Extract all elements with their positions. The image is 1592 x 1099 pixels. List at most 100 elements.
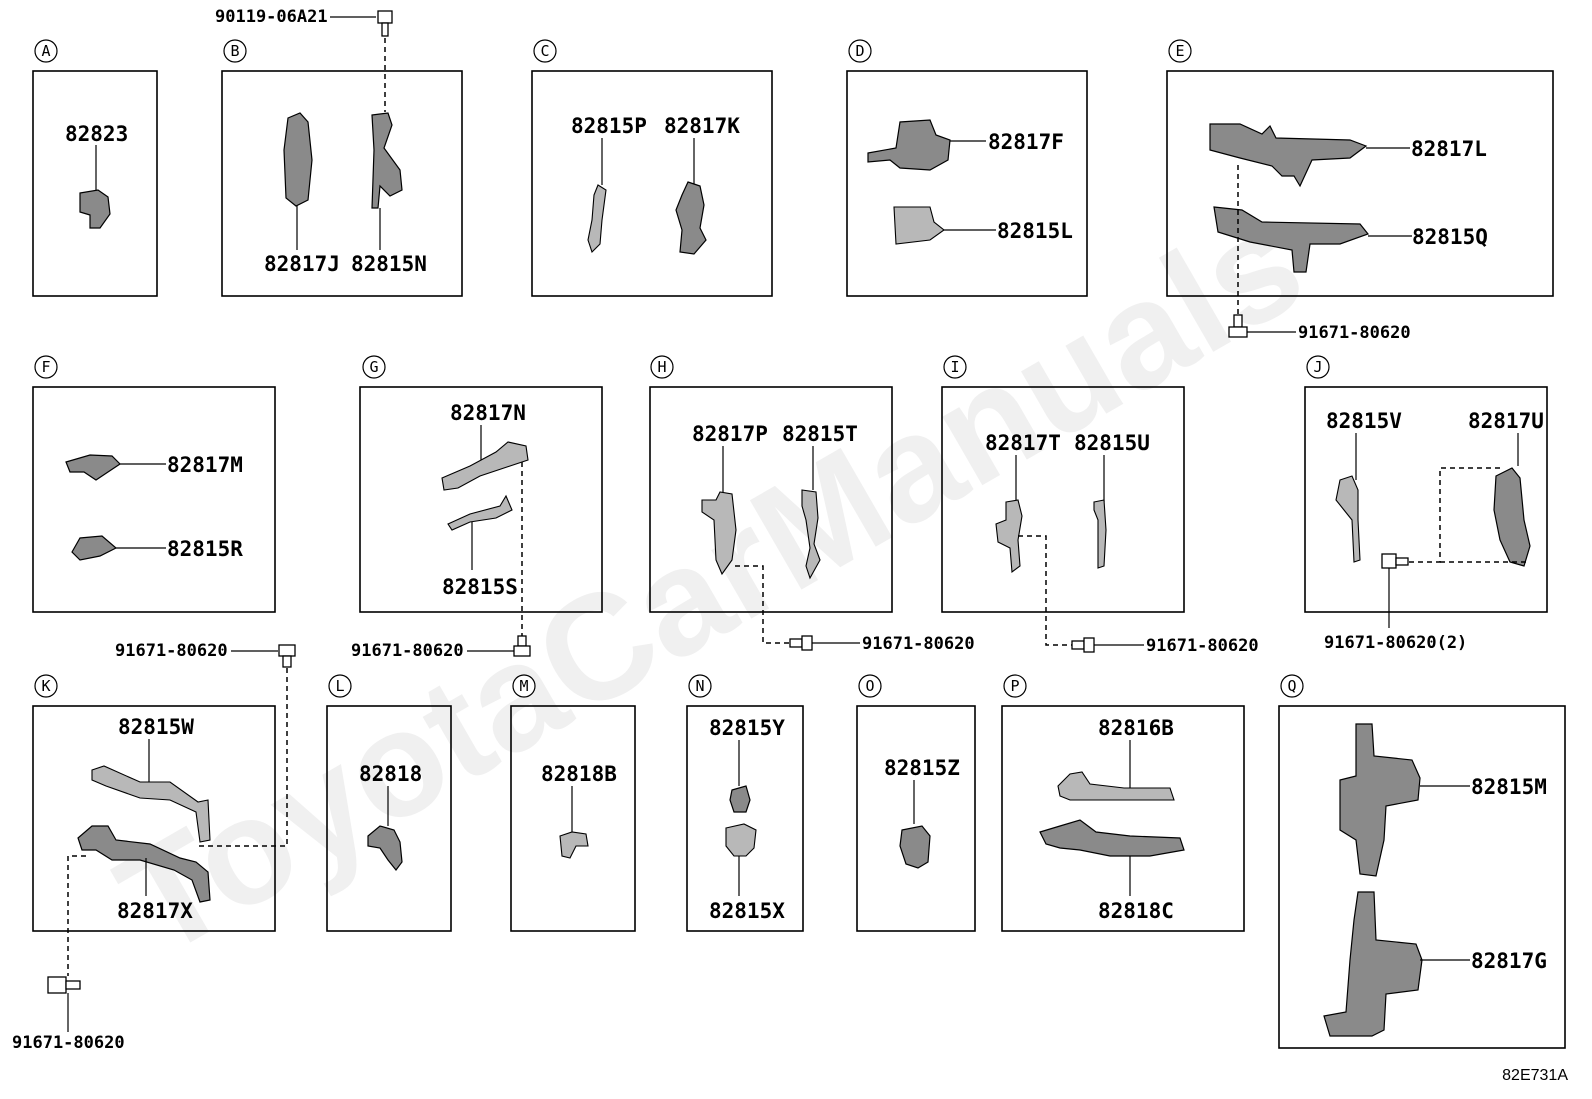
part-shape: [367, 825, 403, 871]
panel-i: I 82817T 82815U 91671-80620: [941, 355, 1259, 656]
panel-frame: [531, 70, 773, 297]
part-shape: [701, 491, 737, 576]
fastener-number[interactable]: 91671-80620: [12, 1033, 125, 1053]
part-shape: [995, 499, 1023, 574]
part-number[interactable]: 82815Y: [709, 716, 785, 740]
part-number[interactable]: 82817J: [264, 252, 340, 276]
part-number[interactable]: 82815N: [351, 252, 427, 276]
part-number[interactable]: 82817T: [985, 431, 1061, 455]
part-shape: [71, 535, 118, 561]
part-number[interactable]: 82817M: [167, 453, 243, 477]
panel-letter: N: [695, 677, 704, 695]
part-number[interactable]: 82815M: [1471, 775, 1547, 799]
panel-frame: [1166, 70, 1554, 297]
part-number[interactable]: 82818B: [541, 762, 617, 786]
part-number[interactable]: 82816B: [1098, 716, 1174, 740]
fastener-number[interactable]: 91671-80620: [1146, 636, 1259, 656]
panel-letter: P: [1010, 677, 1019, 695]
part-number[interactable]: 82817L: [1411, 137, 1487, 161]
panel-letter: B: [230, 42, 239, 60]
part-number[interactable]: 82817F: [988, 130, 1064, 154]
part-number[interactable]: 82815V: [1326, 409, 1402, 433]
panel-letter-ring: [688, 674, 712, 698]
watermark: ToyotaCarManuals: [92, 177, 1329, 988]
panel-letter-ring: [34, 674, 58, 698]
part-number[interactable]: 82817U: [1468, 409, 1544, 433]
fastener-number[interactable]: 91671-80620: [115, 641, 228, 661]
part-shape: [675, 181, 707, 255]
bolt-icon: [1381, 553, 1409, 569]
panel-letter: G: [369, 358, 378, 376]
part-number[interactable]: 82815Q: [1412, 225, 1488, 249]
part-number[interactable]: 82815W: [118, 715, 194, 739]
part-shape: [447, 494, 513, 531]
panel-letter-ring: [34, 355, 58, 379]
part-number[interactable]: 82815X: [709, 899, 785, 923]
panel-frame: [941, 386, 1185, 613]
part-shape: [91, 765, 211, 843]
part-number[interactable]: 82815R: [167, 537, 243, 561]
panel-frame: [32, 70, 158, 297]
part-number[interactable]: 82818C: [1098, 899, 1174, 923]
part-shape: [1057, 771, 1175, 801]
part-shape: [1093, 499, 1107, 569]
part-number[interactable]: 82815Z: [884, 756, 960, 780]
panel-letter: D: [855, 42, 864, 60]
part-number[interactable]: 82817X: [117, 899, 193, 923]
part-shape: [1335, 475, 1361, 563]
panel-g: G 82817N 82815S 91671-80620: [351, 355, 603, 661]
panel-m: M 82818B: [510, 674, 636, 932]
part-shape: [1209, 123, 1368, 188]
part-number[interactable]: 82823: [65, 122, 128, 146]
panel-e: E 82817L 82815Q 91671-80620: [1166, 39, 1554, 343]
part-number[interactable]: 82817G: [1471, 949, 1547, 973]
panel-frame: [221, 70, 463, 297]
bolt-icon: [513, 635, 531, 657]
part-number[interactable]: 82815T: [782, 422, 858, 446]
panel-frame: [32, 386, 276, 613]
panel-frame: [32, 705, 276, 932]
panel-frame: [686, 705, 804, 932]
panel-q: Q 82815M 82817G: [1278, 674, 1566, 1049]
panel-letter-ring: [362, 355, 386, 379]
panel-letter: E: [1175, 42, 1184, 60]
panel-letter: L: [335, 677, 344, 695]
part-number[interactable]: 82815P: [571, 114, 647, 138]
panel-frame: [359, 386, 603, 613]
part-shape: [899, 825, 931, 869]
panel-letter-ring: [512, 674, 536, 698]
panel-letter: I: [950, 358, 959, 376]
part-shape: [801, 489, 821, 580]
panel-frame: [326, 705, 452, 932]
panel-letter-ring: [223, 39, 247, 63]
fastener-number[interactable]: 91671-80620: [351, 641, 464, 661]
fastener-number[interactable]: 90119-06A21: [215, 7, 328, 27]
part-number[interactable]: 82815S: [442, 575, 518, 599]
panel-letter-ring: [650, 355, 674, 379]
panel-letter: J: [1313, 358, 1322, 376]
bolt-icon: [377, 10, 393, 37]
panel-frame: [846, 70, 1088, 297]
panel-frame: [510, 705, 636, 932]
part-shape: [559, 831, 589, 859]
part-shape: [1339, 723, 1421, 877]
part-number[interactable]: 82817N: [450, 401, 526, 425]
part-shape: [587, 184, 607, 254]
panel-p: P 82816B 82818C: [1001, 674, 1245, 932]
panel-j: J 82815V 82817U 91671-80620(2): [1304, 355, 1548, 653]
part-shape: [77, 825, 211, 903]
fastener-number[interactable]: 91671-80620(2): [1324, 633, 1467, 653]
panel-h: H 82817P 82815T 91671-80620: [649, 355, 975, 654]
diagram-code: 82E731A: [1502, 1067, 1568, 1084]
part-number[interactable]: 82818: [359, 762, 422, 786]
part-number[interactable]: 82815U: [1074, 431, 1150, 455]
panel-letter: O: [865, 677, 874, 695]
panel-frame: [1304, 386, 1548, 613]
part-number[interactable]: 82817P: [692, 422, 768, 446]
panel-a: A 82823: [32, 39, 158, 297]
fastener-number[interactable]: 91671-80620: [1298, 323, 1411, 343]
part-number[interactable]: 82817K: [664, 114, 740, 138]
part-number[interactable]: 82815L: [997, 219, 1073, 243]
fastener-number[interactable]: 91671-80620: [862, 634, 975, 654]
